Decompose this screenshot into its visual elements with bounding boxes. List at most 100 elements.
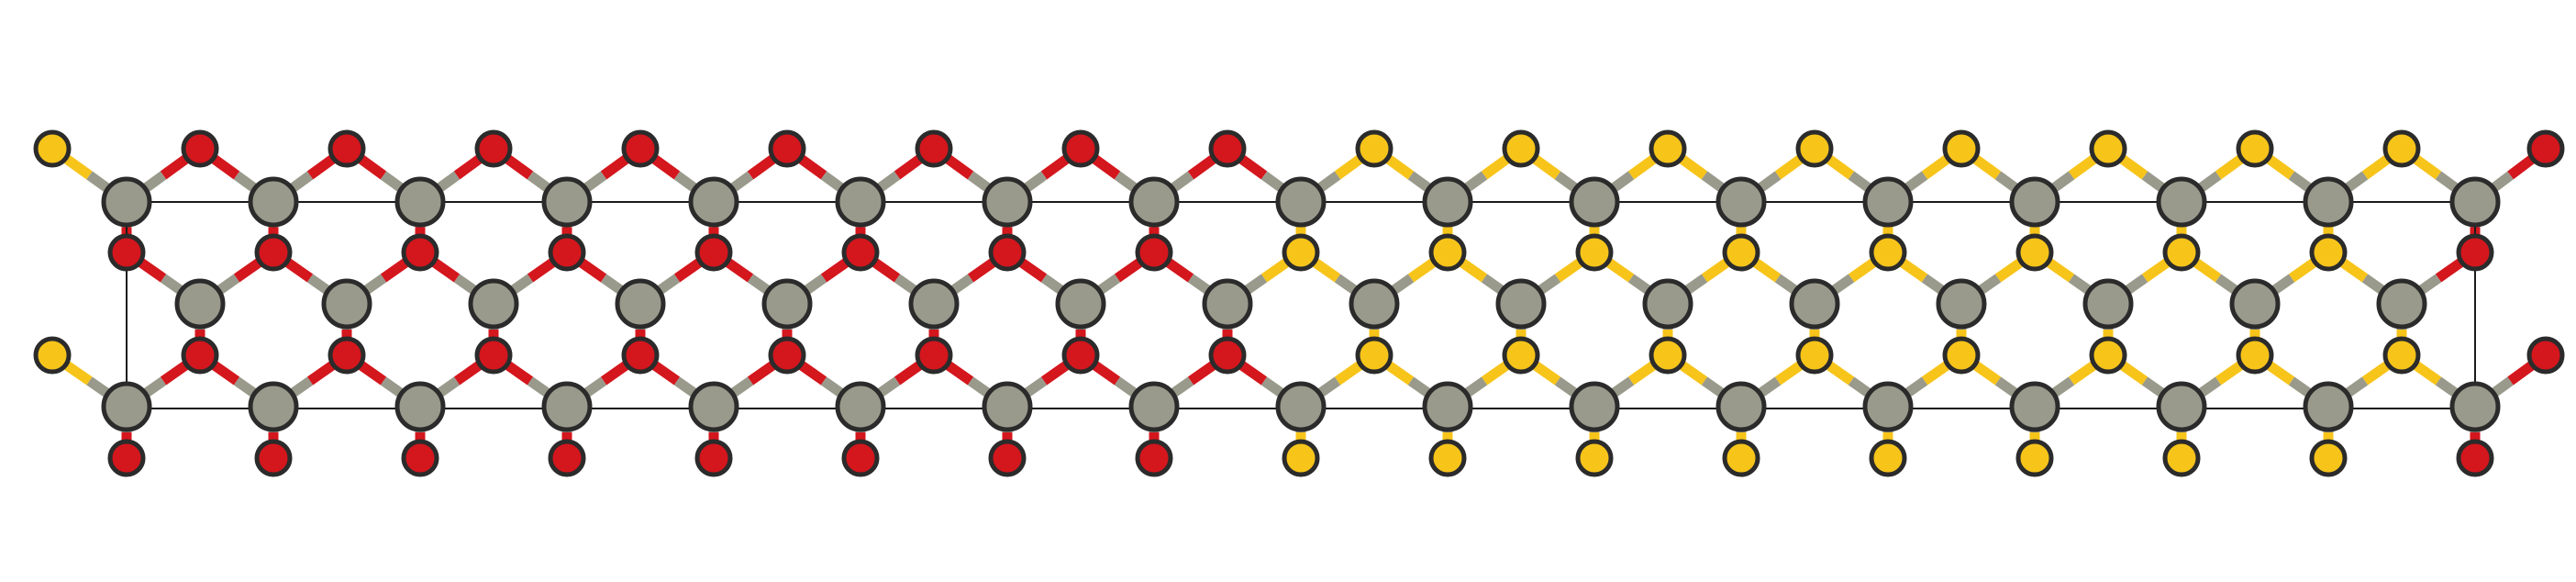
sulfur-atom: [1942, 336, 1981, 375]
metal-atom: [1055, 278, 1106, 330]
metal-atom: [541, 381, 593, 432]
sulfur-atom: [2236, 129, 2274, 168]
sulfur-atom: [1649, 129, 1687, 168]
oxygen-atom: [548, 233, 586, 272]
metal-atom: [761, 278, 813, 330]
sulfur-atom: [1869, 439, 1907, 477]
metal-atom: [1202, 278, 1253, 330]
sulfur-atom: [2236, 336, 2274, 375]
oxygen-atom: [401, 233, 439, 272]
oxygen-atom: [915, 336, 953, 375]
oxygen-atom: [474, 129, 513, 168]
oxygen-atom: [1208, 129, 1247, 168]
metal-atom: [835, 176, 886, 228]
oxygen-atom: [1208, 336, 1247, 375]
metal-atom: [835, 381, 886, 432]
metal-atom: [1715, 176, 1767, 228]
sulfur-atom: [2382, 336, 2421, 375]
oxygen-atom: [621, 336, 660, 375]
metal-atom: [174, 278, 226, 330]
sulfur-atom: [1869, 233, 1907, 272]
metal-atom: [2009, 176, 2060, 228]
metal-atom: [688, 176, 739, 228]
metal-atom: [394, 176, 446, 228]
oxygen-atom: [2526, 336, 2565, 375]
sulfur-atom: [1575, 233, 1614, 272]
sulfur-atom: [33, 129, 72, 168]
metal-atom: [468, 278, 519, 330]
metal-atom: [908, 278, 960, 330]
metal-atom: [2156, 176, 2207, 228]
atom-layer: [33, 129, 2565, 477]
oxygen-atom: [181, 336, 219, 375]
oxygen-atom: [915, 129, 953, 168]
metal-atom: [2229, 278, 2281, 330]
oxygen-atom: [694, 439, 733, 477]
oxygen-atom: [401, 439, 439, 477]
metal-atom: [1715, 381, 1767, 432]
metal-atom: [1495, 278, 1547, 330]
metal-atom: [2376, 278, 2427, 330]
metal-atom: [1349, 278, 1400, 330]
metal-atom: [541, 176, 593, 228]
oxygen-atom: [254, 233, 293, 272]
sulfur-atom: [2089, 336, 2127, 375]
sulfur-atom: [2162, 439, 2201, 477]
metal-atom: [2156, 381, 2207, 432]
oxygen-atom: [328, 336, 366, 375]
sulfur-atom: [1942, 129, 1981, 168]
oxygen-atom: [988, 439, 1027, 477]
oxygen-atom: [2456, 233, 2494, 272]
sulfur-atom: [2015, 439, 2054, 477]
oxygen-atom: [768, 129, 806, 168]
oxygen-atom: [548, 439, 586, 477]
sulfur-atom: [1428, 439, 1467, 477]
metal-atom: [248, 176, 299, 228]
oxygen-atom: [107, 233, 146, 272]
sulfur-atom: [1502, 129, 1540, 168]
oxygen-atom: [2526, 129, 2565, 168]
metal-atom: [1422, 176, 1473, 228]
oxygen-atom: [107, 439, 146, 477]
sulfur-atom: [2162, 233, 2201, 272]
oxygen-atom: [2456, 439, 2494, 477]
oxygen-atom: [1135, 439, 1173, 477]
oxygen-atom: [694, 233, 733, 272]
oxygen-atom: [841, 233, 880, 272]
metal-atom: [394, 381, 446, 432]
metal-atom: [2082, 278, 2134, 330]
oxygen-atom: [1061, 129, 1100, 168]
metal-atom: [1275, 381, 1327, 432]
metal-atom: [248, 381, 299, 432]
oxygen-atom: [254, 439, 293, 477]
sulfur-atom: [1355, 129, 1393, 168]
metal-atom: [321, 278, 372, 330]
sulfur-atom: [1722, 439, 1760, 477]
metal-atom: [1862, 381, 1914, 432]
metal-atom: [2009, 381, 2060, 432]
sulfur-atom: [1575, 439, 1614, 477]
sulfur-atom: [1722, 233, 1760, 272]
oxygen-atom: [1135, 233, 1173, 272]
sulfur-atom: [1282, 439, 1320, 477]
oxygen-atom: [1061, 336, 1100, 375]
sulfur-atom: [1795, 129, 1834, 168]
sulfur-atom: [1649, 336, 1687, 375]
metal-atom: [1642, 278, 1693, 330]
metal-atom: [1128, 381, 1180, 432]
oxygen-atom: [328, 129, 366, 168]
sulfur-atom: [2309, 233, 2348, 272]
metal-atom: [1128, 176, 1180, 228]
metal-atom: [1422, 381, 1473, 432]
sulfur-atom: [2089, 129, 2127, 168]
metal-atom: [2449, 381, 2501, 432]
metal-atom: [982, 381, 1033, 432]
sulfur-atom: [2309, 439, 2348, 477]
metal-atom: [1936, 278, 1987, 330]
oxygen-atom: [768, 336, 806, 375]
sulfur-atom: [1428, 233, 1467, 272]
oxygen-atom: [988, 233, 1027, 272]
metal-atom: [1275, 176, 1327, 228]
metal-atom: [101, 176, 152, 228]
